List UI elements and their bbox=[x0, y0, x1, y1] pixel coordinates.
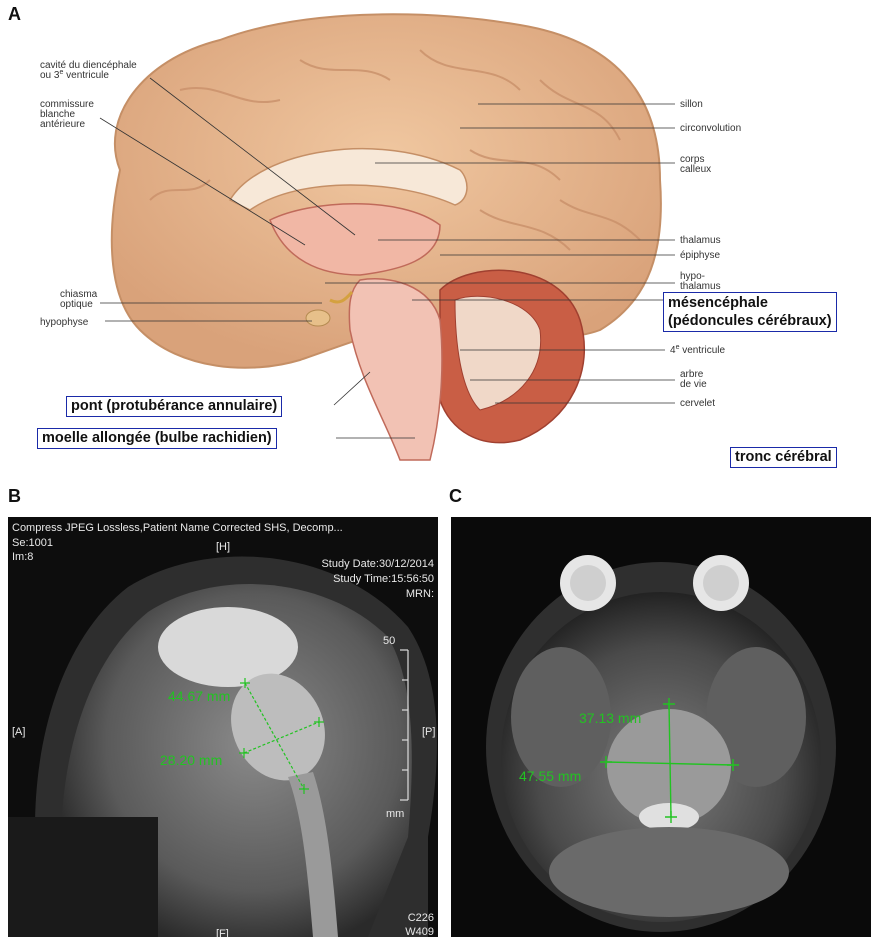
measure-label-2: 28.20 mm bbox=[160, 752, 222, 768]
pituitary bbox=[306, 310, 330, 326]
label-hypothalamus-line2: thalamus bbox=[680, 281, 721, 292]
orient-left: [A] bbox=[12, 726, 25, 738]
orient-right: [P] bbox=[422, 726, 435, 738]
boxed-mesencephale: mésencéphale (pédoncules cérébraux) bbox=[663, 292, 837, 332]
label-corps-line2: calleux bbox=[680, 164, 711, 175]
orient-bottom: [F] bbox=[216, 928, 229, 937]
label-hypophyse: hypophyse bbox=[40, 317, 89, 328]
label-sillon: sillon bbox=[680, 99, 703, 110]
study-time: Study Time:15:56:50 bbox=[333, 573, 434, 585]
boxed-moelle: moelle allongée (bulbe rachidien) bbox=[37, 428, 277, 449]
label-4e-ventricule: 4e ventricule bbox=[670, 344, 725, 356]
measure-label-c1: 37.13 mm bbox=[579, 710, 641, 726]
label-circonvolution: circonvolution bbox=[680, 123, 741, 134]
label-diencephale-line2: ou 3e ventricule bbox=[40, 69, 109, 81]
mri-sagittal: 44.67 mm 28.20 mm 50 mm Compress JPEG Lo… bbox=[8, 517, 438, 937]
boxed-tronc: tronc cérébral bbox=[730, 447, 837, 468]
series-number: Se:1001 bbox=[12, 537, 53, 549]
label-chiasma-line2: optique bbox=[60, 299, 93, 310]
boxed-pont: pont (protubérance annulaire) bbox=[66, 396, 282, 417]
panel-label-b: B bbox=[8, 486, 21, 507]
label-cervelet: cervelet bbox=[680, 398, 715, 409]
panel-label-c: C bbox=[449, 486, 462, 507]
mrn-label: MRN: bbox=[406, 588, 434, 600]
measure-label-c2: 47.55 mm bbox=[519, 768, 581, 784]
scale-unit: mm bbox=[386, 808, 404, 820]
image-number: Im:8 bbox=[12, 551, 33, 563]
mri-axial: 37.13 mm 47.55 mm bbox=[451, 517, 871, 937]
mesencephale-line2: (pédoncules cérébraux) bbox=[668, 312, 832, 330]
label-thalamus: thalamus bbox=[680, 235, 721, 246]
window-center: C226 bbox=[408, 912, 434, 924]
brainstem bbox=[349, 279, 442, 460]
mesencephale-line1: mésencéphale bbox=[668, 294, 832, 312]
study-date: Study Date:30/12/2014 bbox=[321, 558, 434, 570]
label-arbre-line2: de vie bbox=[680, 379, 707, 390]
scale-value: 50 bbox=[383, 635, 395, 647]
orient-top: [H] bbox=[216, 541, 230, 553]
label-commissure-line3: antérieure bbox=[40, 119, 85, 130]
window-width: W409 bbox=[405, 926, 434, 937]
dicom-header: Compress JPEG Lossless,Patient Name Corr… bbox=[12, 522, 343, 534]
label-epiphyse: épiphyse bbox=[680, 250, 720, 261]
cerebellum-axial bbox=[549, 827, 789, 917]
measure-label-1: 44.67 mm bbox=[168, 688, 230, 704]
